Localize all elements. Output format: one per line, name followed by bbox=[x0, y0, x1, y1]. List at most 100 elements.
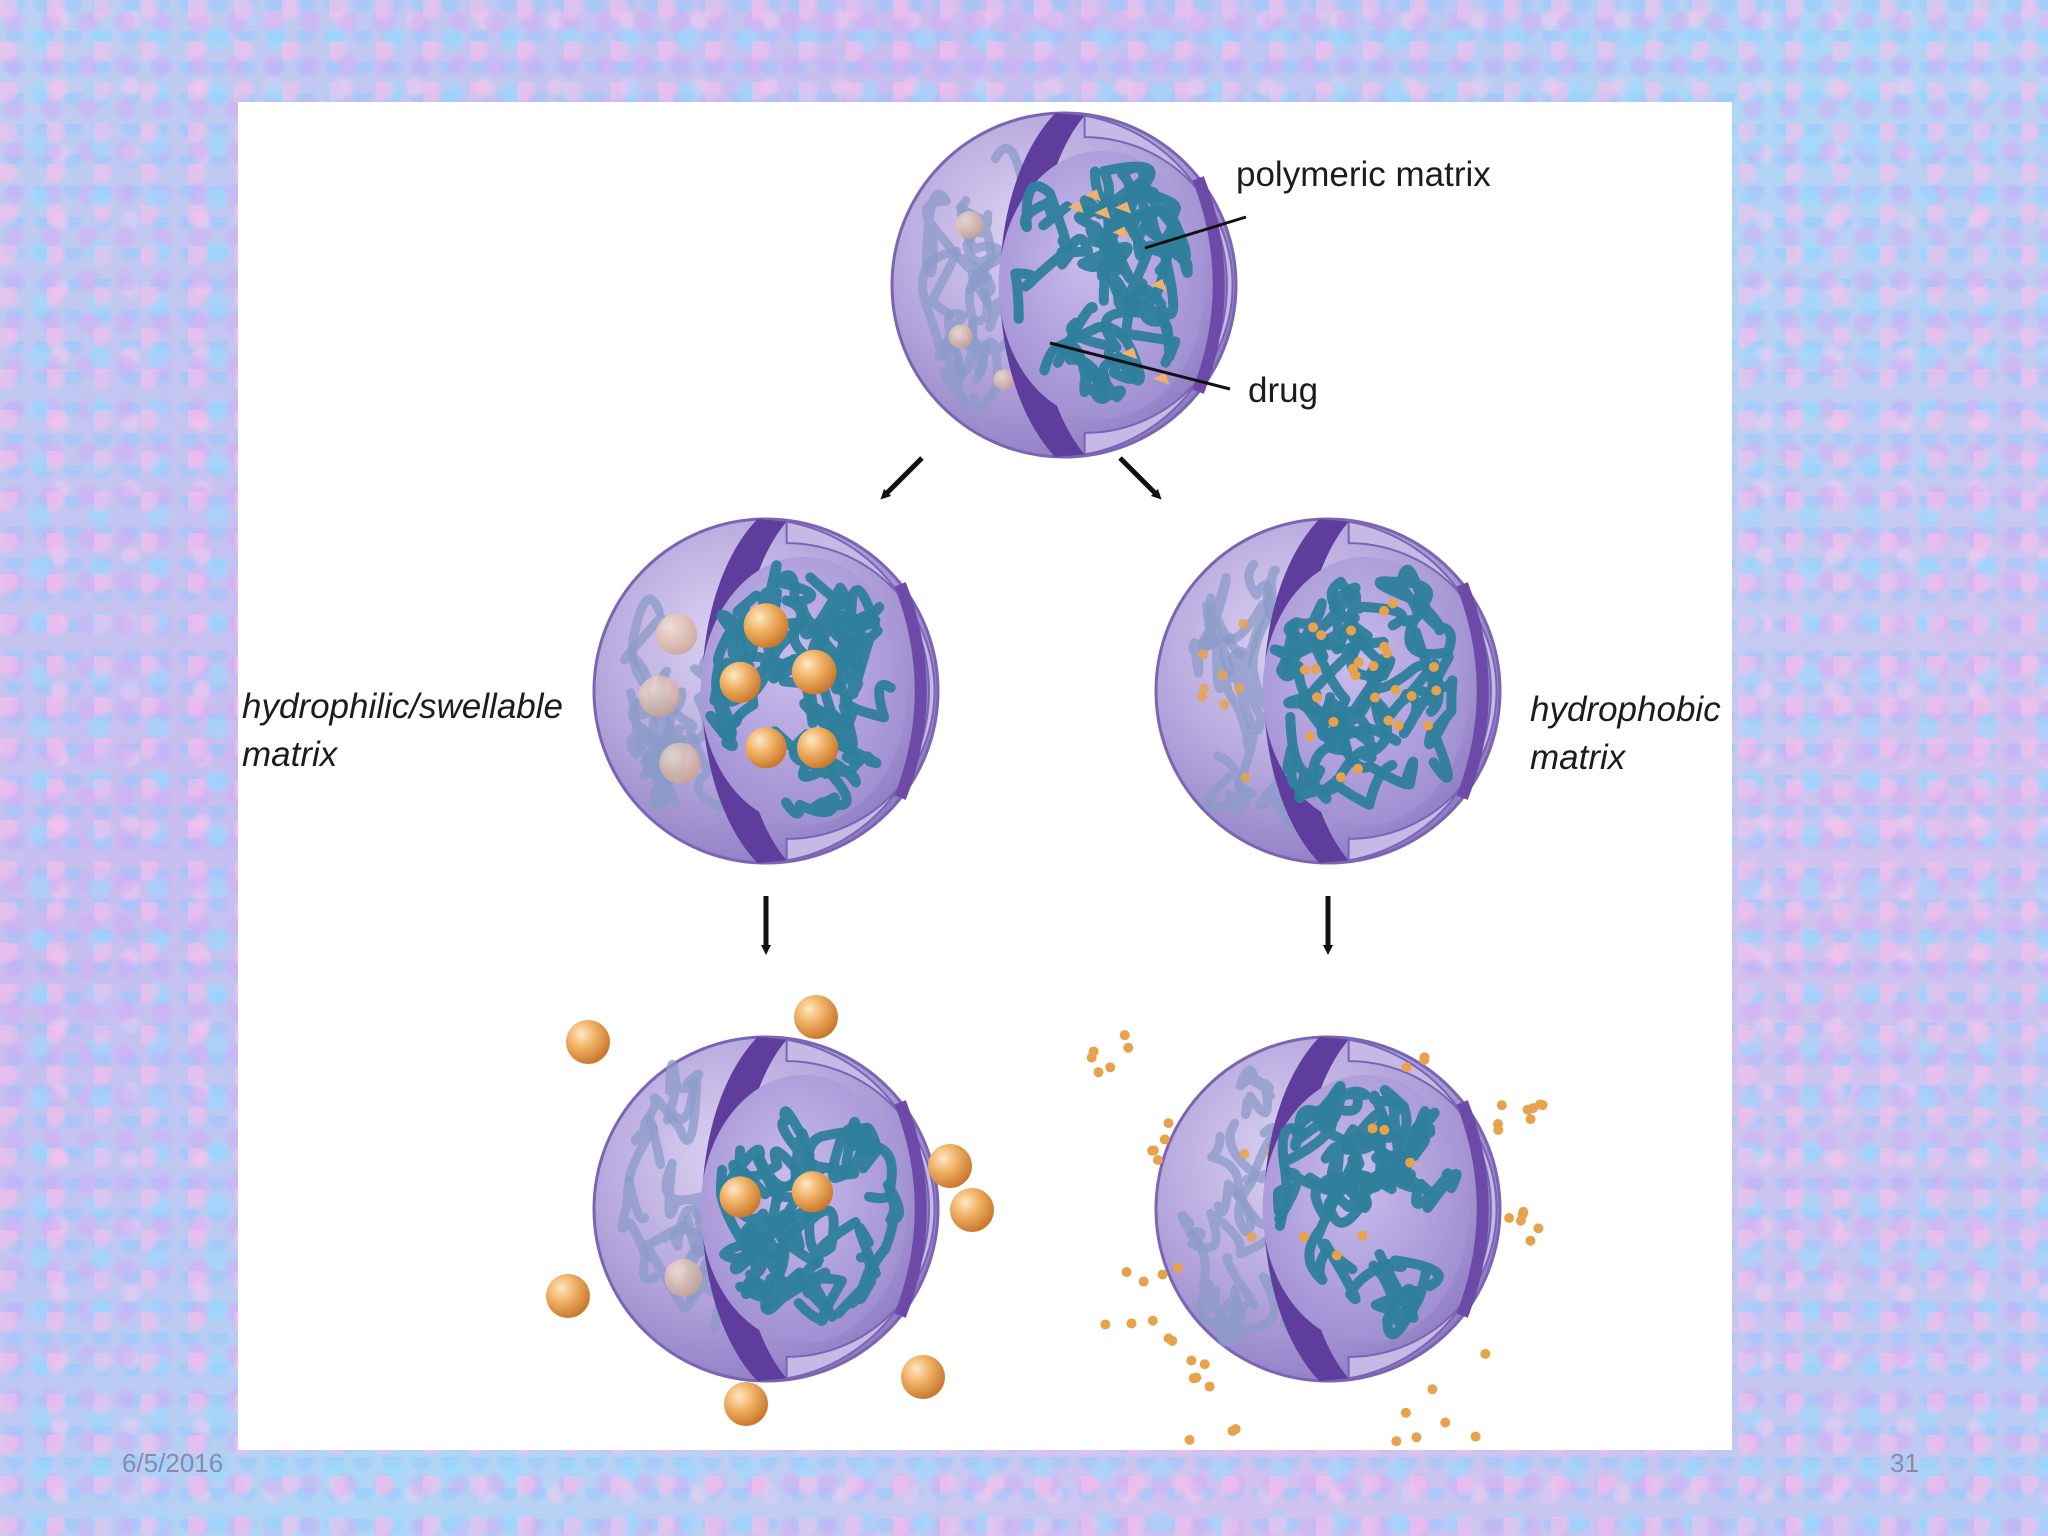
drug-fragment bbox=[1084, 189, 1101, 202]
polymer-strand bbox=[1309, 1086, 1371, 1134]
label-hydrophilic-line2: matrix bbox=[242, 735, 339, 774]
polymer-strand bbox=[1010, 234, 1093, 324]
polymer-strand bbox=[1212, 643, 1258, 798]
drug-molecule bbox=[1186, 1355, 1197, 1366]
drug-molecule bbox=[1167, 1335, 1178, 1346]
drug-molecule bbox=[1204, 1381, 1215, 1392]
sphere-hydrophobic bbox=[1154, 517, 1502, 865]
drug-molecule bbox=[1199, 1359, 1210, 1370]
sphere-hydrophilic-swelling bbox=[592, 517, 940, 865]
drug-molecule bbox=[1093, 1067, 1104, 1078]
polymer-strand bbox=[1098, 194, 1172, 306]
drug-release-diagram: polymeric matrix drug hydrophilic/swella… bbox=[242, 111, 1721, 1447]
drug-molecule bbox=[1496, 1100, 1507, 1111]
drug-particle bbox=[664, 1258, 703, 1297]
drug-molecule bbox=[1163, 1118, 1174, 1129]
drug-particle bbox=[955, 211, 984, 239]
sphere-cut-band bbox=[999, 113, 1085, 457]
drug-molecule bbox=[1234, 683, 1245, 694]
drug-molecule bbox=[1367, 1123, 1378, 1134]
drug-particle bbox=[950, 1188, 994, 1232]
polymer-strand bbox=[921, 189, 996, 298]
leader-drug bbox=[1049, 341, 1231, 391]
drug-molecule bbox=[1240, 772, 1251, 783]
drug-molecule bbox=[1368, 661, 1379, 672]
drug-particle bbox=[794, 995, 838, 1039]
drug-molecule bbox=[1353, 657, 1364, 668]
drug-particle bbox=[566, 1020, 610, 1064]
polymer-strand bbox=[752, 1106, 816, 1204]
drug-molecule bbox=[1390, 684, 1401, 695]
drug-molecule bbox=[1518, 1206, 1529, 1217]
polymer-strand bbox=[1269, 622, 1334, 723]
leader-polymeric-matrix bbox=[1144, 215, 1247, 250]
drug-particle bbox=[655, 613, 698, 655]
polymer-strand bbox=[1344, 1106, 1436, 1213]
drug-molecule bbox=[1088, 1046, 1099, 1057]
polymer-strand bbox=[1320, 691, 1393, 756]
drug-molecule bbox=[1217, 669, 1228, 680]
drug-particle bbox=[901, 1355, 945, 1399]
drug-fragment bbox=[1150, 278, 1167, 291]
drug-molecule bbox=[1198, 683, 1209, 694]
polymer-strand bbox=[1317, 1238, 1444, 1305]
drug-molecule bbox=[1299, 1231, 1310, 1242]
drug-fragment bbox=[1067, 201, 1084, 214]
polymer-strand bbox=[827, 1123, 882, 1184]
drug-molecule bbox=[1352, 763, 1363, 774]
polymer-strand bbox=[743, 560, 800, 639]
sphere-edge-band bbox=[1456, 582, 1489, 800]
sphere-edge-band bbox=[894, 582, 927, 800]
polymer-strand bbox=[1283, 641, 1396, 717]
leader-lines bbox=[1049, 215, 1247, 391]
drug-molecule bbox=[1198, 649, 1209, 660]
drug-particle bbox=[791, 649, 837, 695]
released-drug-particles-small bbox=[1086, 1030, 1548, 1447]
sphere-cut-band bbox=[701, 1037, 787, 1381]
drug-molecule bbox=[1533, 1223, 1544, 1234]
drug-particle bbox=[638, 675, 680, 717]
drug-molecule bbox=[1335, 772, 1346, 783]
polymer-strand bbox=[1019, 181, 1073, 255]
drug-molecule bbox=[1525, 1114, 1536, 1125]
polymer-strand bbox=[729, 1209, 805, 1300]
sphere-cut-band bbox=[701, 519, 787, 863]
drug-molecule bbox=[1493, 1119, 1504, 1130]
polymer-strand bbox=[1222, 599, 1269, 736]
drug-molecule bbox=[1331, 1250, 1342, 1261]
polymer-strand bbox=[1282, 643, 1351, 791]
drug-fragment bbox=[1153, 372, 1170, 385]
drug-molecule bbox=[1219, 699, 1230, 710]
polymer-strand bbox=[1188, 593, 1246, 678]
footer-page-number: 31 bbox=[1890, 1448, 1919, 1478]
drug-molecule bbox=[1423, 720, 1434, 731]
drug-molecule bbox=[1379, 641, 1390, 652]
sphere-edge-band bbox=[1456, 1100, 1489, 1318]
drug-molecule bbox=[1401, 1062, 1412, 1073]
drug-molecule bbox=[1328, 716, 1339, 727]
polymer-strand bbox=[645, 1077, 702, 1170]
drug-molecule bbox=[1311, 692, 1322, 703]
drug-molecule bbox=[1238, 618, 1249, 629]
drug-molecule bbox=[1239, 1148, 1250, 1159]
drug-fragment bbox=[1115, 201, 1132, 214]
polymer-strand bbox=[1235, 1065, 1275, 1120]
drug-molecule bbox=[1440, 1417, 1451, 1428]
polymer-strand bbox=[1274, 1167, 1368, 1228]
polymer-strand bbox=[1326, 576, 1408, 655]
drug-particle bbox=[928, 1144, 972, 1188]
drug-particle bbox=[724, 1382, 768, 1426]
drug-molecule bbox=[1411, 1432, 1422, 1443]
label-polymeric-matrix: polymeric matrix bbox=[1236, 155, 1491, 194]
drug-molecule bbox=[1126, 1318, 1137, 1329]
drug-particle bbox=[745, 727, 787, 769]
drug-molecule bbox=[1119, 1030, 1130, 1041]
drug-particle bbox=[659, 742, 701, 784]
footer-date: 6/5/2016 bbox=[122, 1448, 224, 1478]
drug-particle bbox=[796, 727, 839, 769]
drug-molecule bbox=[1379, 605, 1390, 616]
drug-molecule bbox=[1357, 1230, 1368, 1241]
drug-particle bbox=[719, 661, 761, 704]
drug-particle bbox=[719, 1176, 761, 1218]
drug-molecule bbox=[1304, 731, 1315, 742]
